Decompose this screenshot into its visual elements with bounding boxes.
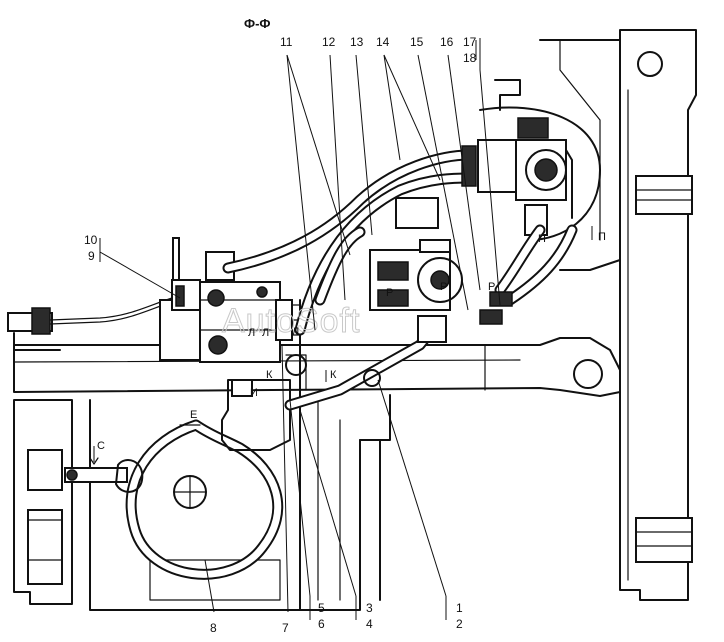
left-linkage	[7, 297, 173, 351]
valve-block	[159, 237, 301, 363]
view-letter-e: Е	[190, 409, 197, 421]
callout-12: 12	[322, 35, 336, 49]
view-letter-i: И	[250, 387, 258, 399]
section-title: Ф-Ф	[244, 16, 271, 31]
view-letter-pi2: П	[598, 231, 606, 243]
callout-1: 1	[456, 601, 463, 615]
view-letter-k2: К	[330, 369, 337, 381]
view-letter-p2: Р	[488, 281, 495, 293]
callout-3: 3	[366, 601, 373, 615]
center-plate	[299, 299, 391, 611]
rod-clamp-assembly	[64, 459, 144, 493]
callout-4: 4	[366, 617, 373, 631]
view-letter-p3: Р	[386, 287, 393, 299]
watermark: AutoSoft	[222, 302, 360, 340]
callout-14: 14	[376, 35, 390, 49]
callout-8: 8	[210, 621, 217, 635]
view-letter-k1: К	[266, 369, 273, 381]
middle-actuator	[369, 197, 463, 311]
bottom-leader-lines	[99, 238, 447, 620]
callout-7: 7	[282, 621, 289, 635]
callout-9: 9	[88, 249, 95, 263]
upper-right-actuator	[477, 79, 601, 241]
callout-11: 11	[280, 35, 293, 49]
view-letter-p1: Р	[440, 281, 447, 293]
lower-control-box	[179, 354, 307, 451]
main-frame-beam	[13, 337, 621, 397]
diagonal-pipe	[284, 315, 447, 411]
callout-2: 2	[456, 617, 463, 631]
left-lower-housing	[13, 399, 301, 611]
view-letters: С Е И Л Л Л К К Р Р П П Р	[89, 226, 606, 465]
callout-17: 17	[463, 35, 477, 49]
callout-5: 5	[318, 601, 325, 615]
callout-16: 16	[440, 35, 454, 49]
view-letter-l3: Л	[292, 326, 299, 338]
right-frame-column	[539, 29, 697, 601]
view-letter-pi1: П	[538, 233, 546, 245]
right-hoses	[479, 224, 578, 325]
lower-hose-loop	[125, 419, 284, 580]
top-leader-lines	[286, 38, 501, 331]
callout-15: 15	[410, 35, 424, 49]
view-letter-l1: Л	[248, 327, 255, 339]
view-letter-l2: Л	[262, 327, 269, 339]
view-letter-c: С	[97, 440, 105, 452]
callout-6: 6	[318, 617, 325, 631]
callout-18: 18	[463, 51, 477, 65]
callout-13: 13	[350, 35, 364, 49]
callout-numbers: 11 12 13 14 15 16 17 18 10 9 8 7 5 6 3 4…	[84, 35, 477, 635]
upper-hose-bundle	[222, 145, 477, 336]
callout-10: 10	[84, 233, 98, 247]
